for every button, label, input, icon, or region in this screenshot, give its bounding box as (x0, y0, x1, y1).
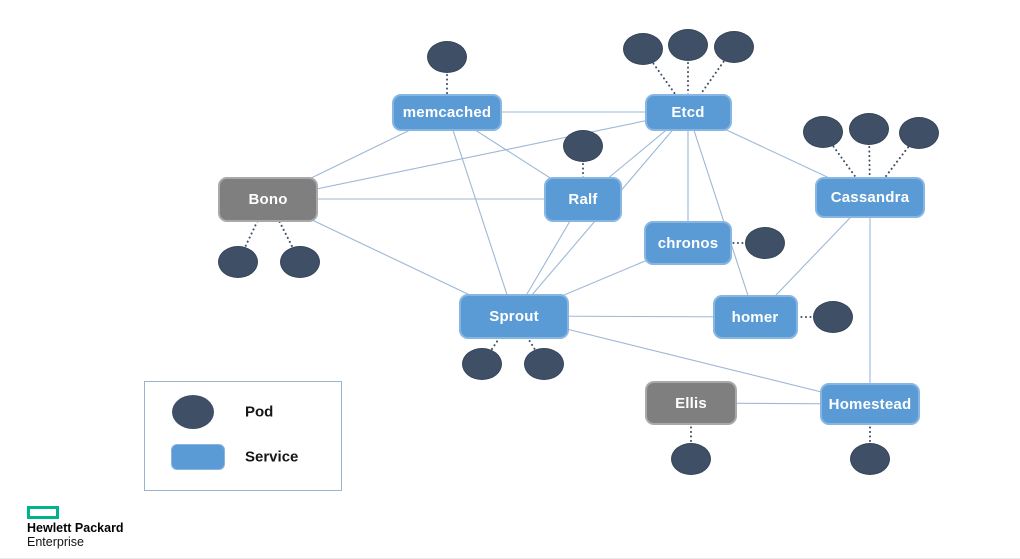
edge-bono-etcd (267, 111, 689, 200)
service-node-memcached: memcached (392, 93, 502, 131)
service-label-homestead: Homestead (828, 395, 912, 413)
service-node-homestead: Homestead (820, 383, 920, 425)
hpe-logo-text-primary: Hewlett Packard (27, 521, 124, 535)
service-label-sprout: Sprout (489, 307, 539, 325)
service-label-etcd: Etcd (671, 103, 705, 121)
pod-ellis-14 (671, 443, 711, 475)
service-node-cassandra: Cassandra (815, 176, 925, 218)
service-label-bono: Bono (248, 190, 288, 208)
pod-homestead-15 (850, 443, 890, 475)
pod-chronos-10 (745, 227, 785, 259)
edge-sprout-homestead (513, 315, 871, 405)
pod-legend-icon (172, 395, 214, 429)
service-node-homer: homer (712, 295, 798, 339)
pod-cassandra-5 (803, 116, 843, 148)
pod-cassandra-7 (899, 117, 939, 149)
service-node-ellis: Ellis (645, 381, 737, 425)
pod-bono-9 (280, 246, 320, 278)
pod-memcached-0 (427, 41, 467, 73)
service-label-chronos: chronos (657, 234, 719, 252)
service-label-homer: homer (731, 308, 779, 326)
pod-sprout-12 (462, 348, 502, 380)
hpe-logo-text-secondary: Enterprise (27, 535, 84, 549)
service-node-bono: Bono (218, 176, 318, 222)
service-node-ralf: Ralf (544, 176, 622, 222)
service-label-cassandra: Cassandra (830, 188, 910, 206)
pod-sprout-13 (524, 348, 564, 380)
pod-bono-8 (218, 246, 258, 278)
pod-ralf-4 (563, 130, 603, 162)
pod-etcd-3 (714, 31, 754, 63)
legend-service-label: Service (245, 448, 299, 466)
hpe-logo-mark-icon (27, 506, 59, 519)
service-label-ralf: Ralf (568, 190, 598, 208)
edge-memcached-sprout (446, 111, 515, 317)
service-node-etcd: Etcd (644, 93, 732, 131)
service-node-sprout: Sprout (459, 293, 569, 339)
edge-etcd-homer (687, 111, 756, 318)
legend: Pod Service (144, 381, 342, 491)
pod-etcd-2 (668, 29, 708, 61)
service-label-memcached: memcached (402, 103, 492, 121)
service-node-chronos: chronos (644, 221, 732, 265)
pod-cassandra-6 (849, 113, 889, 145)
pod-homer-11 (813, 301, 853, 333)
legend-pod-label: Pod (245, 403, 274, 421)
service-legend-icon (171, 444, 225, 470)
pod-etcd-1 (623, 33, 663, 65)
service-label-ellis: Ellis (675, 394, 707, 412)
